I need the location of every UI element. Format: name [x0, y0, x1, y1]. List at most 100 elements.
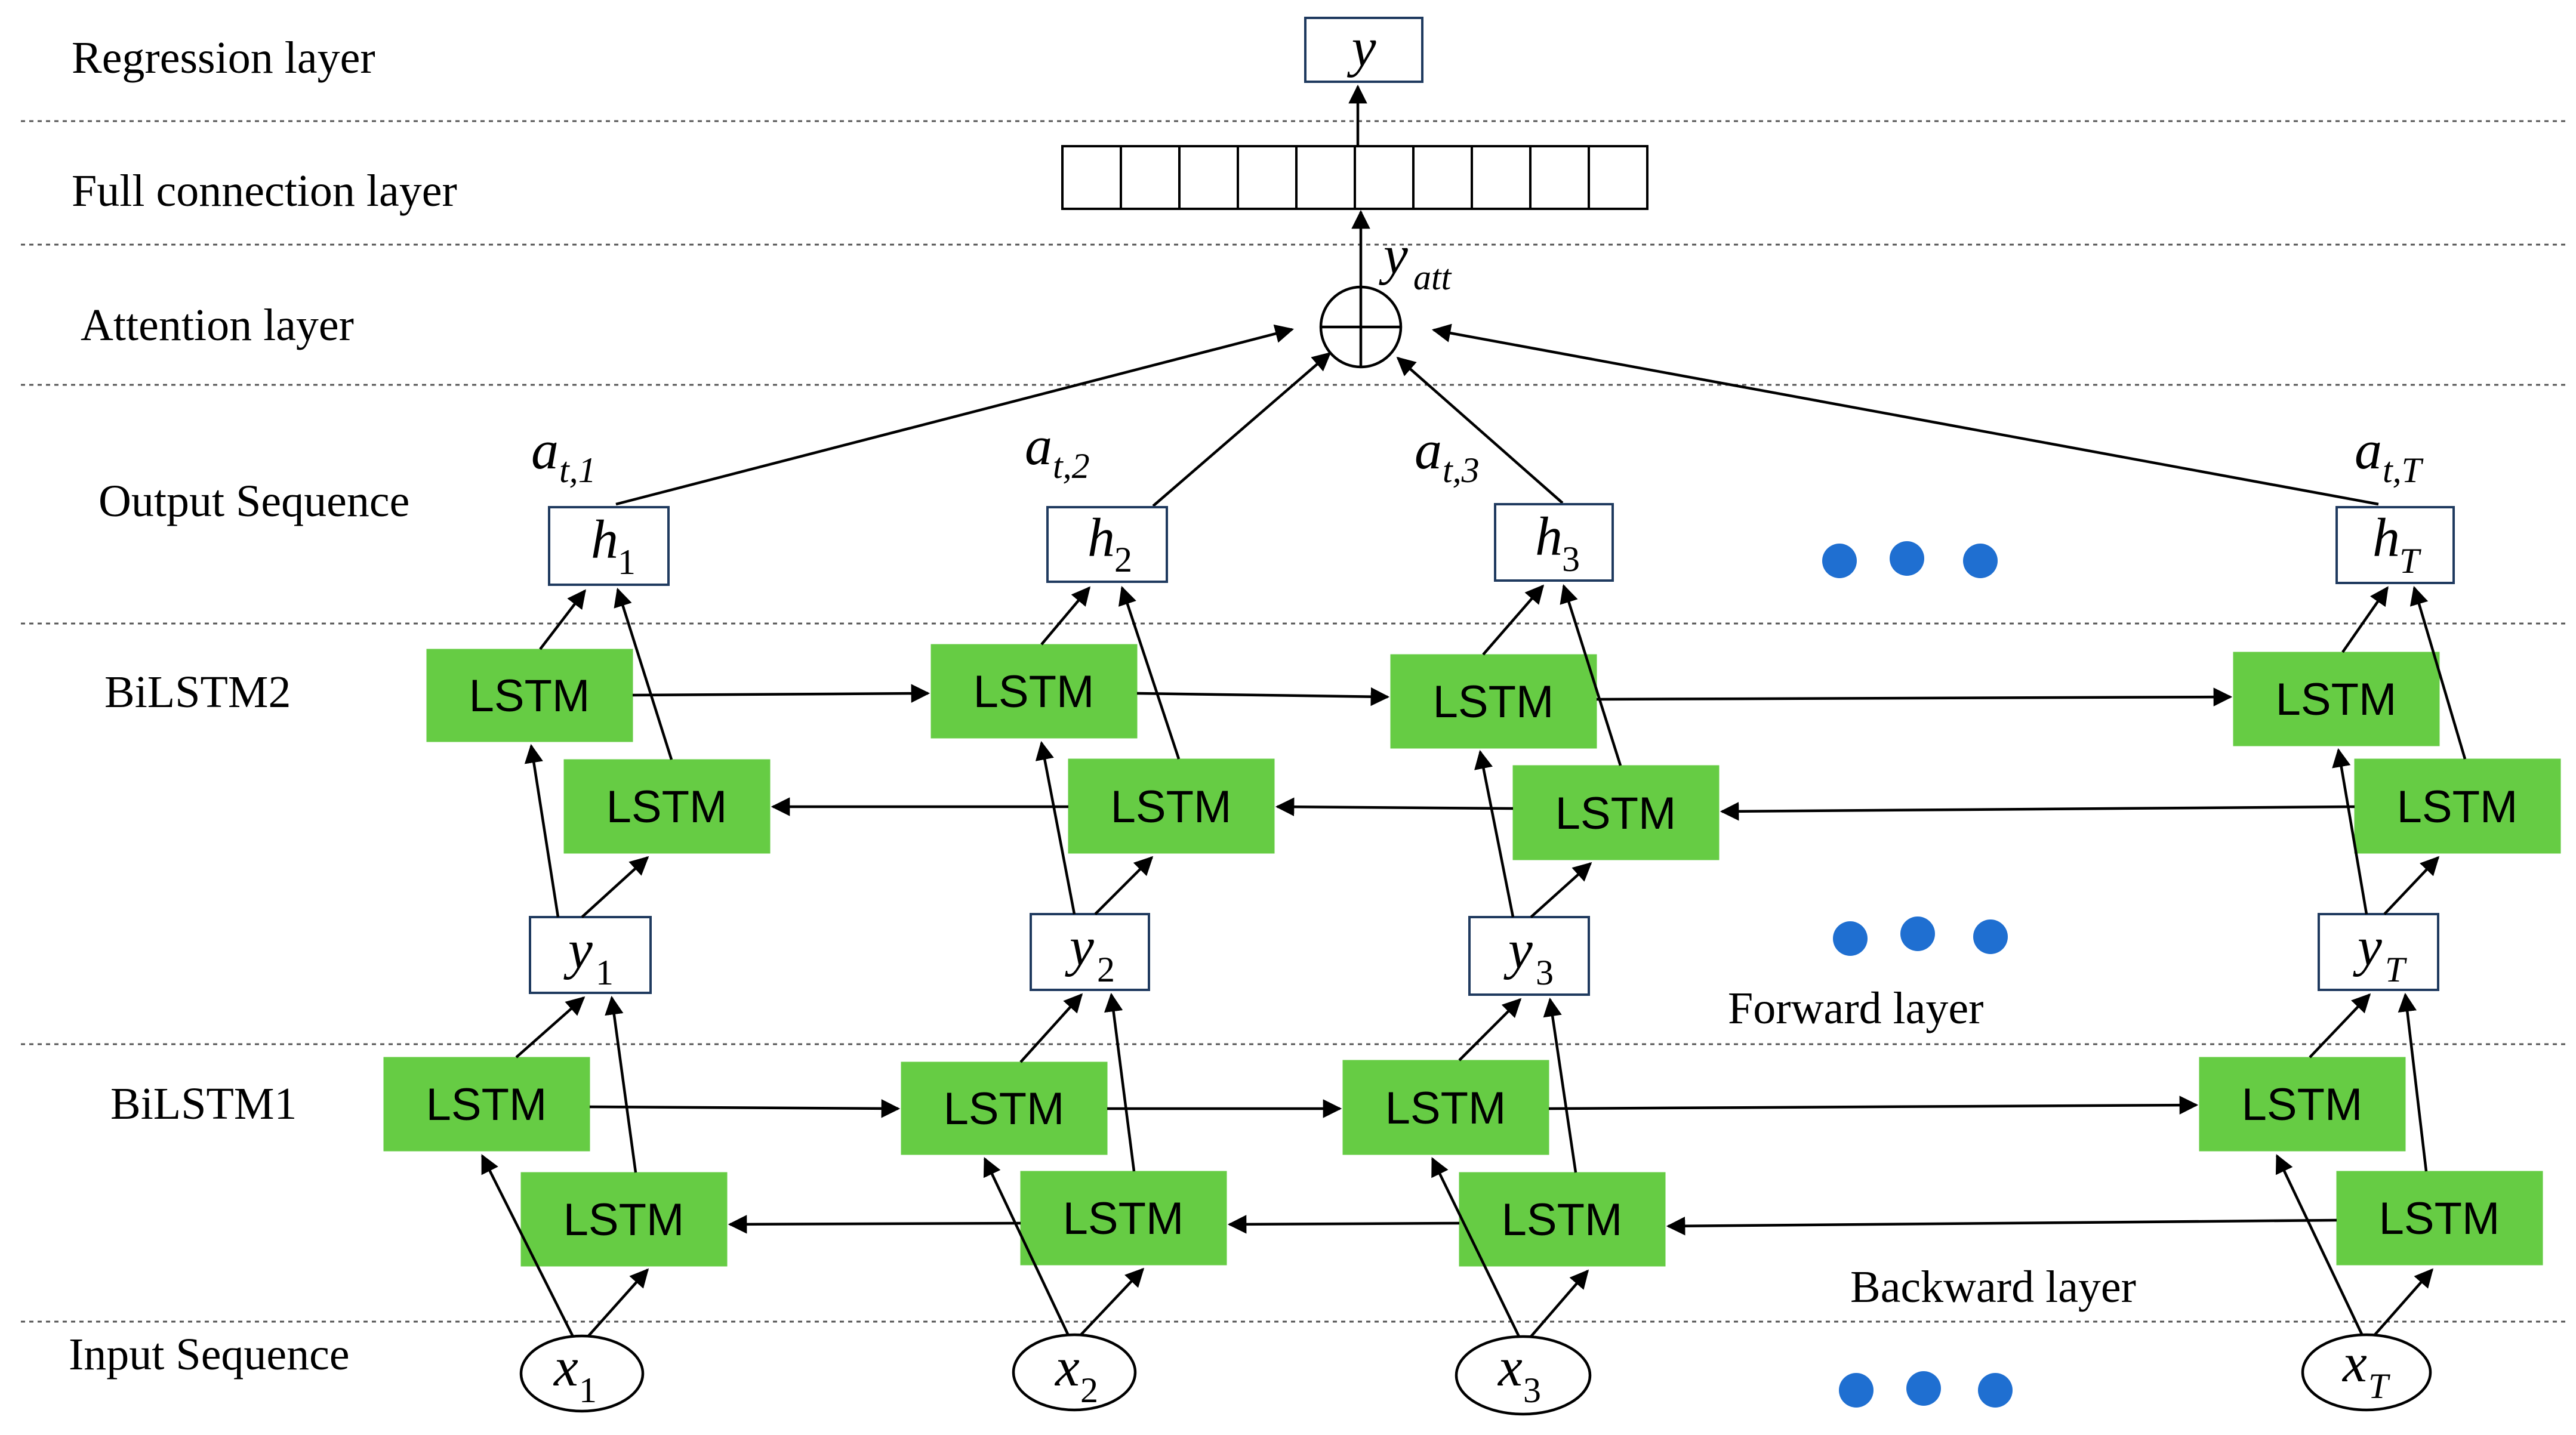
mid-node-y2: y 2: [1030, 913, 1150, 991]
bilstm1-forward-lstms: LSTM LSTM LSTM LSTM: [383, 1057, 2406, 1155]
lstm-cell: LSTM: [426, 649, 633, 742]
arrow-xT-lstm1b: [2373, 1268, 2434, 1337]
arrow-lstm2f-hT: [2341, 586, 2389, 653]
arrow-y2-lstm2f: [1035, 740, 1076, 915]
input-node-ellipse: [2301, 1333, 2432, 1412]
input-node-ellipse: [519, 1334, 645, 1413]
lstm-box: [563, 759, 771, 854]
input-node-ellipse: [1455, 1335, 1592, 1416]
lstm-label: LSTM: [1111, 782, 1232, 832]
lstm-label: LSTM: [973, 666, 1095, 717]
lstm-cell: LSTM: [2199, 1057, 2406, 1152]
label-regression-layer: Regression layer: [72, 33, 375, 83]
mid-node-box: [2318, 913, 2439, 991]
arrow-bilstm1-bwd-3: [728, 1215, 1021, 1234]
label-attention-layer: Attention layer: [81, 300, 354, 350]
arrow-xT-lstm1f: [2275, 1154, 2364, 1336]
arrow-lstm2f-h1: [539, 589, 586, 650]
arrow-lstm1f-y3: [1458, 998, 1522, 1061]
arrow-lstm1b-y3: [1543, 997, 1577, 1173]
label-output-sequence: Output Sequence: [98, 476, 409, 526]
arrow-bilstm2-fwd-3: [1596, 687, 2233, 706]
y-att-sub: att: [1413, 258, 1452, 297]
input-node-base: x: [1497, 1337, 1523, 1397]
arrow-yT-lstm2b: [2383, 856, 2440, 915]
weight-sub: t,T: [2383, 450, 2424, 490]
lstm-cell: LSTM: [930, 644, 1138, 739]
arrow-yT-lstm2f: [2332, 748, 2368, 915]
arrow-lstm1f-y2: [1019, 993, 1083, 1063]
lstm-box: [1512, 765, 1720, 860]
label-input-sequence: Input Sequence: [69, 1329, 350, 1380]
ellipsis-dot: [1822, 544, 1857, 578]
arrow-bilstm1-bwd-1: [1666, 1216, 2337, 1236]
lstm-box: [930, 644, 1138, 739]
lstm-cell: LSTM: [2233, 652, 2440, 746]
weight-a-t3: a t,3: [1415, 419, 1480, 490]
arrow-y3-lstm2f: [1474, 749, 1515, 918]
arrow-x3-lstm1b: [1530, 1269, 1589, 1338]
arrow-lstm2b-hT: [2409, 585, 2467, 760]
backward-layer-label: Backward layer: [1850, 1262, 2136, 1312]
lstm-box: [1020, 1171, 1227, 1266]
lstm-label: LSTM: [1063, 1193, 1184, 1244]
fc-cell: [1237, 145, 1298, 210]
bilstm2-forward-lstms: LSTM LSTM LSTM LSTM: [426, 644, 2440, 749]
arrow-bilstm2-bwd-1: [1720, 802, 2355, 821]
attention-output-label: y att: [1379, 224, 1452, 297]
arrow-x2-lstm1b: [1079, 1267, 1145, 1337]
arrow-h1-attention: [615, 324, 1295, 506]
fc-cell: [1120, 145, 1181, 210]
arrow-bilstm2-bwd-2: [1275, 797, 1514, 816]
input-node-sub: 2: [1080, 1371, 1098, 1410]
lstm-box: [1459, 1172, 1666, 1267]
arrow-y1-lstm2b: [581, 856, 649, 918]
mid-node-box: [529, 916, 652, 994]
lstm-cell: LSTM: [1068, 758, 1275, 854]
arrow-y2-lstm2b: [1094, 856, 1154, 915]
input-node-base: x: [553, 1337, 578, 1397]
lstm-label: LSTM: [469, 671, 590, 721]
arrow-bilstm1-fwd-1: [589, 1099, 901, 1118]
lstm-label: LSTM: [1385, 1083, 1506, 1134]
input-node-base: x: [2341, 1332, 2367, 1393]
arrow-lstm2b-h1: [614, 587, 673, 760]
arrow-lstm2f-h2: [1040, 586, 1091, 646]
y-att-base: y: [1379, 224, 1408, 285]
lstm-label: LSTM: [606, 782, 728, 832]
mid-node-sub: 1: [596, 953, 614, 992]
arrow-lstm2f-h3: [1482, 584, 1545, 656]
fc-cell: [1471, 145, 1532, 210]
hidden-node-base: h: [1087, 507, 1115, 568]
mid-node-y3: y 3: [1468, 916, 1590, 996]
input-node-base: x: [1054, 1337, 1080, 1397]
arrow-h2-attention: [1152, 351, 1332, 507]
lstm-box: [2354, 758, 2561, 854]
ellipsis-dot: [1973, 919, 2008, 954]
lstm-label: LSTM: [2397, 782, 2518, 832]
fc-cell: [1295, 145, 1356, 210]
mid-nodes: y 1 y 2 y 3 y T: [529, 913, 2439, 996]
fc-cell: [1412, 145, 1473, 210]
output-node: y: [1304, 17, 1423, 83]
lstm-cell: LSTM: [563, 759, 771, 854]
ellipsis-dot: [1833, 921, 1868, 956]
hidden-node-h2: h 2: [1046, 506, 1168, 583]
input-node-x2: x 2: [1012, 1333, 1137, 1412]
fc-cell: [1354, 145, 1415, 210]
fc-cell: [1178, 145, 1239, 210]
lstm-box: [383, 1057, 590, 1152]
ellipsis-dot: [1906, 1371, 1941, 1406]
input-node-x1: x 1: [519, 1334, 645, 1413]
hidden-node-box: [2335, 506, 2455, 584]
weight-base: a: [531, 419, 559, 480]
arrow-x1-lstm1b: [587, 1268, 649, 1338]
lstm-cell: LSTM: [383, 1057, 590, 1152]
arrow-y3-lstm2b: [1530, 862, 1592, 918]
lstm-box: [1342, 1060, 1549, 1155]
arrow-bilstm1-fwd-3: [1548, 1095, 2199, 1115]
hidden-node-sub: 1: [618, 542, 636, 582]
mid-node-sub: T: [2385, 950, 2407, 989]
ellipsis-dots-input: [1839, 1371, 2013, 1408]
